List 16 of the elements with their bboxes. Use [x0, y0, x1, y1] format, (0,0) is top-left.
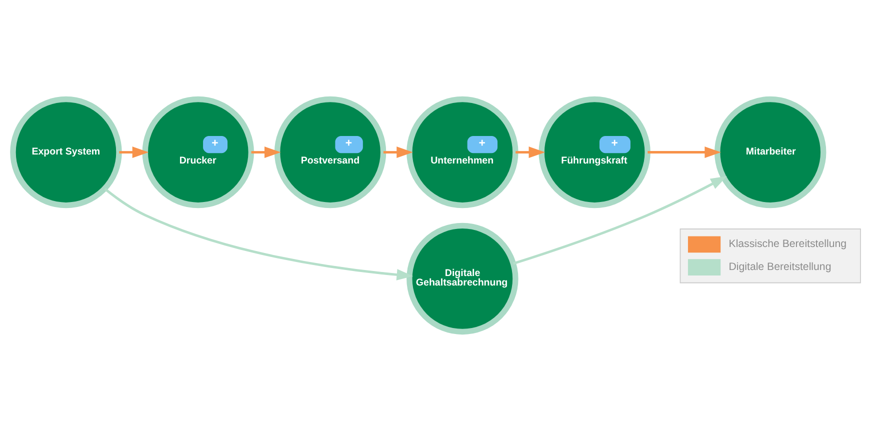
arrow [119, 146, 149, 158]
node-circle: + Drucker [142, 96, 254, 208]
node-circle: Digitale Gehaltsabrechnung [406, 222, 518, 334]
node-circle: + Führungskraft [538, 96, 650, 208]
node-circle: + Unternehmen [406, 96, 518, 208]
node-circle: + Postversand [274, 96, 386, 208]
arrow [516, 146, 546, 158]
legend-label: Klassische Bereitstellung [728, 238, 847, 250]
node-circle: Export System [10, 96, 122, 208]
arrow [648, 146, 722, 158]
node-circle: Mitarbeiter [714, 96, 826, 208]
arrow [383, 146, 413, 158]
arrow [251, 146, 281, 158]
arrow [104, 187, 414, 280]
arrow [512, 176, 727, 264]
legend-label: Digitale Bereitstellung [728, 260, 832, 273]
